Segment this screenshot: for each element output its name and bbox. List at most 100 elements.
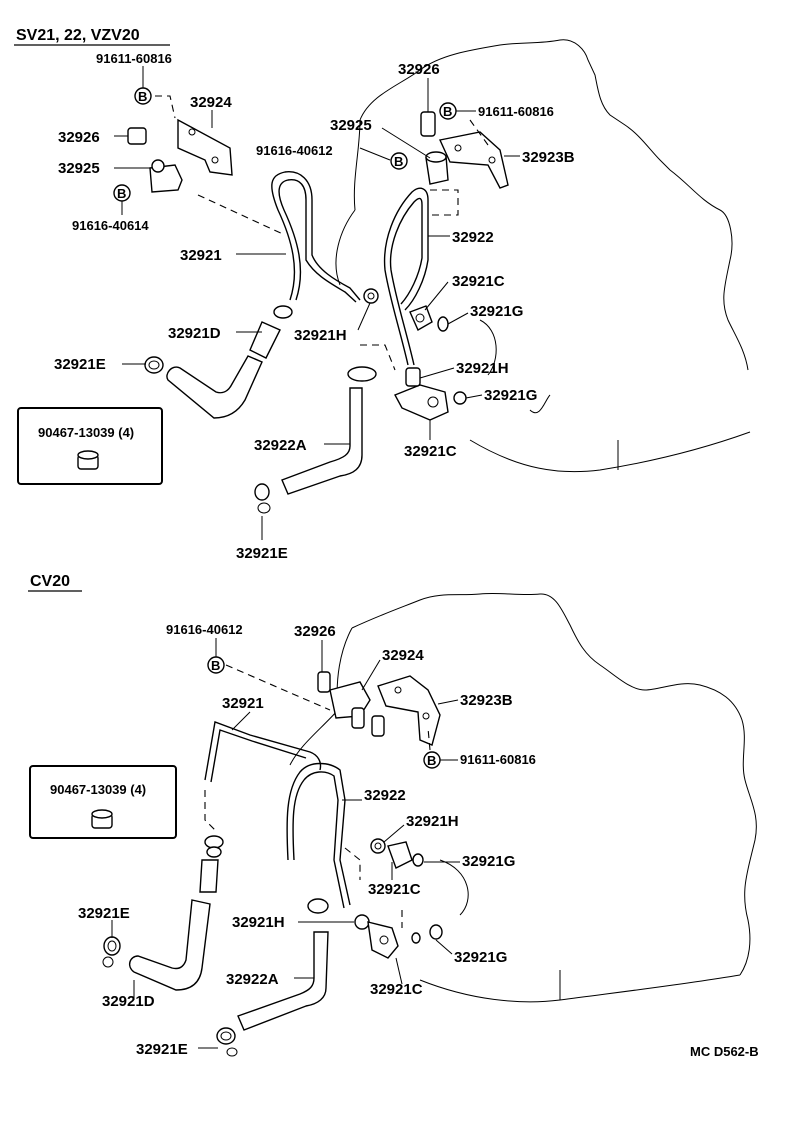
top-leader-dash-5 [360, 344, 396, 371]
bottom-sleeve [317, 671, 331, 693]
bottom-label-gasket-g2: 32921G [454, 949, 507, 966]
top-label-union-c2: 32921C [404, 443, 457, 460]
bottom-label-bracket: 32924 [382, 647, 424, 664]
top-clamp-e2 [254, 483, 271, 514]
bottom-bolt-h1 [370, 838, 386, 854]
bottom-clamp-upper [204, 835, 224, 858]
bottom-gasket-g2 [411, 924, 443, 944]
bottom-label-hose-a: 32922A [226, 971, 279, 988]
top-kit-box [17, 407, 163, 485]
svg-text:B: B [394, 154, 403, 169]
bottom-label-clamp-e2: 32921E [136, 1041, 188, 1058]
top-grommet-right [425, 151, 449, 185]
bottom-leader-lines [111, 638, 460, 1049]
top-hose-32922a [281, 387, 363, 495]
bottom-label-sleeve: 32926 [294, 623, 336, 640]
top-union-c1 [409, 305, 433, 331]
bottom-sleeve-2 [351, 707, 385, 737]
top-clamp-upper-a [347, 366, 377, 382]
bottom-label-kit: 90467-13039 (4) [50, 782, 146, 797]
bottom-bolt-h2 [354, 914, 370, 930]
top-sleeve-right [420, 111, 436, 137]
bottom-label-pipe-l: 32921 [222, 695, 264, 712]
top-label-grommet-l: 32925 [58, 160, 100, 177]
svg-text:B: B [443, 104, 452, 119]
top-gasket-g1 [437, 316, 449, 332]
top-clamp-upper [273, 305, 293, 319]
footer-code: MC D562-B [690, 1044, 759, 1059]
top-label-union-c1: 32921C [452, 273, 505, 290]
top-bolt-h2 [405, 367, 421, 387]
section-title-bottom: CV20 [30, 573, 70, 590]
top-leader-lines [114, 66, 520, 540]
top-leader-dash-2 [197, 194, 286, 236]
bottom-bolt-b1: B [207, 656, 225, 674]
top-label-bracket: 32924 [190, 94, 232, 111]
top-bracket-32924 [177, 118, 233, 176]
bottom-union-c1 [387, 841, 413, 869]
bottom-label-bracket-b: 32923B [460, 692, 513, 709]
top-label-sleeve-r: 32926 [398, 61, 440, 78]
top-label-kit: 90467-13039 (4) [38, 425, 134, 440]
top-bolt-b2: B [113, 184, 131, 202]
top-label-bolt2: 91616-40614 [72, 218, 149, 233]
top-union-c2 [394, 384, 449, 421]
bottom-hose-mid [199, 859, 219, 893]
bottom-label-bolt2: 91611-60816 [460, 752, 536, 767]
top-label-pipe-l: 32921 [180, 247, 222, 264]
top-label-bracket-b: 32923B [522, 149, 575, 166]
svg-text:B: B [427, 753, 436, 768]
top-label-clamp-e2: 32921E [236, 545, 288, 562]
bottom-engine-outline [289, 592, 757, 1003]
bottom-hose-32921d [128, 899, 211, 991]
top-hose-elbow [166, 355, 263, 419]
top-pipe-32922 [383, 187, 429, 366]
bottom-label-gasket-g1: 32921G [462, 853, 515, 870]
bottom-leader-dash-2 [427, 727, 431, 751]
bottom-kit-box [29, 765, 177, 839]
bottom-pipe-32922 [286, 762, 351, 909]
bottom-pipe-32921 [204, 721, 322, 783]
bottom-label-union-c1: 32921C [368, 881, 421, 898]
bottom-clamp-e2 [216, 1027, 238, 1057]
svg-text:B: B [211, 658, 220, 673]
top-bolt-h1 [363, 288, 379, 304]
top-leader-dash-4 [469, 119, 489, 146]
top-bolt-b4: B [390, 152, 408, 170]
top-bolt-b1: B [134, 87, 152, 105]
top-label-bolt-h1: 32921H [294, 327, 347, 344]
section-title-top: SV21, 22, VZV20 [16, 27, 140, 44]
bottom-bracket-32923b [377, 675, 441, 746]
top-label-grommet-r: 32925 [330, 117, 372, 134]
bottom-gasket-g1 [412, 853, 424, 867]
top-gasket-g2 [453, 391, 467, 405]
top-hose-32921d-upper [249, 321, 281, 359]
top-sleeve-left [127, 127, 147, 145]
top-clamp-e1 [144, 356, 164, 374]
bottom-clamp-mid [307, 898, 329, 914]
bottom-label-union-c2: 32921C [370, 981, 423, 998]
top-label-pipe-r: 32922 [452, 229, 494, 246]
bottom-union-c2 [367, 921, 399, 959]
top-leader-dash-1 [155, 95, 176, 119]
bottom-leader-dash-3 [204, 790, 216, 831]
top-bracket-32923b [438, 131, 509, 189]
top-label-bolt1: 91611-60816 [96, 51, 172, 66]
top-engine-outline [335, 39, 751, 473]
top-grommet-left [149, 159, 183, 193]
top-label-hose-a: 32922A [254, 437, 307, 454]
top-leader-dash-3 [430, 189, 459, 216]
top-label-sleeve-l: 32926 [58, 129, 100, 146]
svg-text:B: B [117, 186, 126, 201]
top-label-clamp-e1: 32921E [54, 356, 106, 373]
top-bolt-b3: B [439, 102, 457, 120]
top-label-bolt4: 91616-40612 [256, 143, 333, 158]
bottom-leader-dash-4 [344, 847, 361, 880]
bottom-hose-32922a [237, 931, 329, 1031]
top-pipe-32921 [271, 171, 361, 303]
bottom-label-clamp-e1: 32921E [78, 905, 130, 922]
svg-text:B: B [138, 89, 147, 104]
top-label-bolt3: 91611-60816 [478, 104, 554, 119]
bottom-leader-dash-1 [225, 664, 331, 711]
